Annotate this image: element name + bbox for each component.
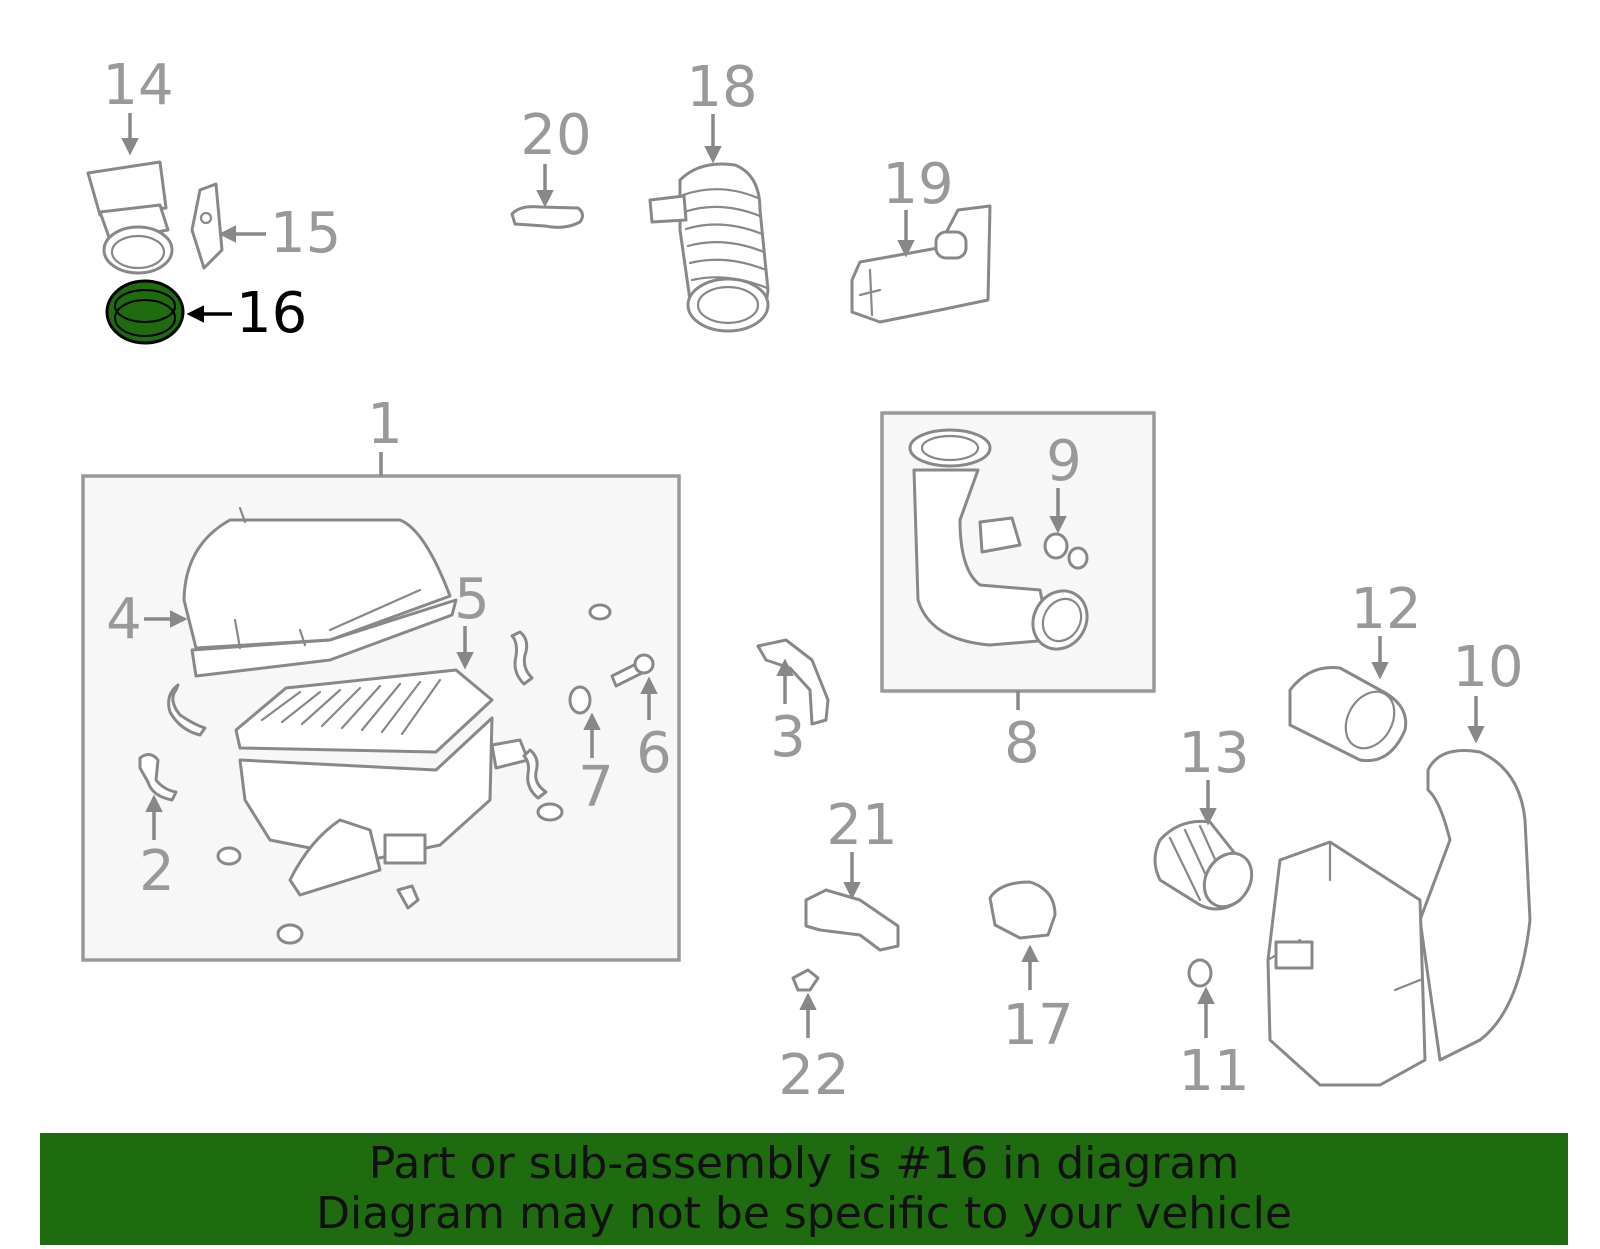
part-10-resonator[interactable]	[1266, 749, 1532, 1087]
callout-20: 20	[520, 103, 591, 168]
part-grommet-d[interactable]	[276, 923, 304, 945]
callout-8: 8	[1004, 711, 1040, 776]
callout-1: 1	[367, 392, 403, 457]
callout-15: 15	[270, 201, 341, 266]
callout-6: 6	[636, 721, 672, 786]
callout-19: 19	[882, 152, 953, 217]
callout-5: 5	[454, 567, 490, 632]
part-2-clip[interactable]	[138, 753, 178, 802]
callout-18: 18	[686, 55, 757, 120]
callout-13: 13	[1178, 721, 1249, 786]
part-lower-case[interactable]	[238, 716, 530, 897]
part-15-gasket[interactable]	[190, 182, 224, 270]
part-6-bolt[interactable]	[610, 653, 655, 688]
callout-22: 22	[778, 1043, 849, 1108]
callout-21: 21	[826, 793, 897, 858]
callout-12: 12	[1350, 577, 1421, 642]
callout-16: 16	[236, 281, 307, 346]
part-clip-d[interactable]	[396, 884, 420, 910]
part-19-resonator[interactable]	[850, 204, 992, 324]
part-13-hose[interactable]	[1153, 819, 1261, 915]
part-20-bracket[interactable]	[510, 205, 585, 229]
callout-10: 10	[1452, 635, 1523, 700]
part-17-cap[interactable]	[988, 880, 1057, 940]
info-banner: Part or sub-assembly is #16 in diagram D…	[40, 1133, 1568, 1245]
part-clip-b[interactable]	[510, 630, 534, 686]
part-14-airflow-meter[interactable]	[86, 160, 174, 275]
part-9-nut[interactable]	[1043, 532, 1089, 570]
part-4-upper-case[interactable]	[182, 506, 458, 678]
part-12-clamp[interactable]	[1288, 665, 1408, 763]
callout-17: 17	[1002, 993, 1073, 1058]
callout-2: 2	[139, 839, 175, 904]
part-16-seal[interactable]	[105, 279, 185, 345]
part-grommet-b[interactable]	[536, 802, 564, 822]
part-grommet-a[interactable]	[588, 603, 612, 621]
part-22-bolt[interactable]	[791, 968, 820, 992]
part-clip-c[interactable]	[522, 748, 548, 800]
banner-line-1: Part or sub-assembly is #16 in diagram	[368, 1138, 1240, 1189]
part-8-intake-duct[interactable]	[908, 428, 1098, 659]
part-7-grommet[interactable]	[568, 685, 592, 715]
banner-line-2: Diagram may not be specific to your vehi…	[316, 1188, 1292, 1239]
callout-3: 3	[770, 705, 806, 770]
part-5-filter[interactable]	[234, 668, 494, 754]
callout-9: 9	[1046, 429, 1082, 494]
callout-11: 11	[1178, 1039, 1249, 1104]
callout-7: 7	[578, 755, 614, 820]
callout-4: 4	[106, 587, 142, 652]
part-grommet-c[interactable]	[216, 846, 242, 866]
part-18-air-hose[interactable]	[648, 162, 770, 333]
part-11-grommet[interactable]	[1187, 958, 1213, 988]
callout-14: 14	[102, 53, 173, 118]
part-clip-a[interactable]	[167, 683, 207, 737]
part-21-bracket[interactable]	[804, 888, 900, 952]
